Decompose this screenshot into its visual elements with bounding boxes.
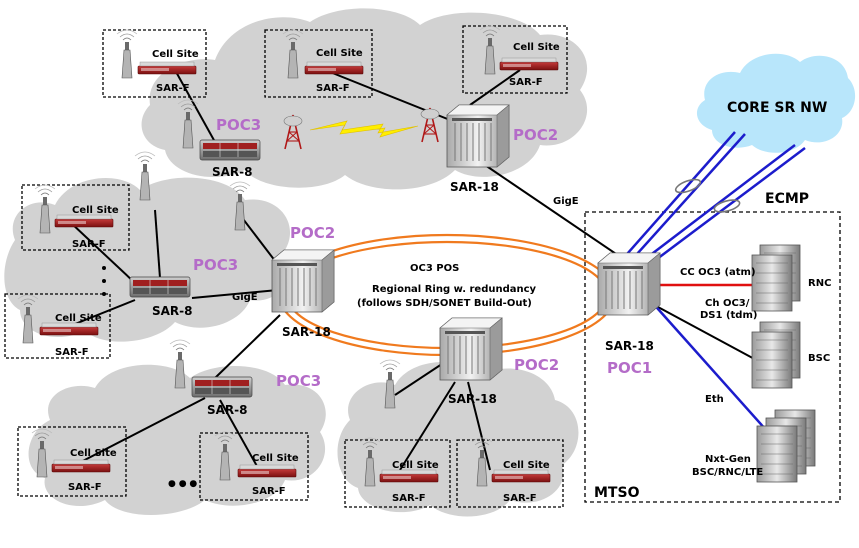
wireless-link-icon bbox=[309, 120, 419, 138]
cc-oc3-label: CC OC3 (atm) bbox=[680, 267, 756, 278]
cell-site-box-top-left bbox=[102, 29, 207, 98]
cloud-left bbox=[4, 177, 291, 342]
cell-site-box-left-2 bbox=[4, 293, 111, 359]
cell-site-label: Cell Site bbox=[392, 460, 439, 471]
gige-label: GigE bbox=[553, 196, 579, 207]
sar-8-label: SAR-8 bbox=[152, 304, 193, 318]
cell-site-box-bottom-4 bbox=[456, 439, 564, 508]
sar-18-device bbox=[439, 317, 503, 381]
sar-f-device bbox=[499, 57, 559, 71]
ch-oc3-label-line2: DS1 (tdm) bbox=[700, 310, 757, 321]
cell-site-label: Cell Site bbox=[503, 460, 550, 471]
sar-f-label: SAR-F bbox=[156, 83, 190, 94]
bsc-label: BSC bbox=[808, 353, 830, 364]
oc3-pos-label: OC3 POS bbox=[410, 263, 459, 274]
cell-site-label: Cell Site bbox=[55, 313, 102, 324]
ecmp-ring-1 bbox=[674, 178, 702, 194]
cell-site-label: Cell Site bbox=[152, 49, 199, 60]
cloud-bottom-center bbox=[337, 362, 579, 517]
sar-f-device bbox=[304, 61, 364, 75]
sar-f-label: SAR-F bbox=[55, 347, 89, 358]
sar-f-label: SAR-F bbox=[316, 83, 350, 94]
ecmp-ring-2 bbox=[713, 199, 741, 213]
cell-site-label: Cell Site bbox=[72, 205, 119, 216]
cloud-bottom-left bbox=[28, 364, 326, 515]
sar-f-device bbox=[379, 469, 439, 483]
sar-f-label: SAR-F bbox=[72, 239, 106, 250]
sar-18-device bbox=[597, 252, 661, 316]
poc3-label: POC3 bbox=[193, 256, 238, 274]
sar-f-device bbox=[51, 459, 111, 473]
mtso-box bbox=[584, 211, 841, 503]
mtso-label: MTSO bbox=[594, 485, 640, 501]
poc2-label: POC2 bbox=[290, 224, 335, 242]
cell-site-box-bottom-2 bbox=[199, 432, 309, 501]
sar-8-label: SAR-8 bbox=[212, 165, 253, 179]
sar-f-label: SAR-F bbox=[392, 493, 426, 504]
sar-f-device bbox=[54, 214, 114, 228]
sar-18-device bbox=[446, 104, 510, 168]
poc2-label: POC2 bbox=[513, 126, 558, 144]
sar-18-label: SAR-18 bbox=[448, 392, 497, 406]
gige-label: GigE bbox=[232, 292, 258, 303]
sar-f-device bbox=[491, 469, 551, 483]
sar-18-label: SAR-18 bbox=[605, 339, 654, 353]
bsc-rack bbox=[751, 321, 801, 389]
nxt-gen-label-line2: BSC/RNC/LTE bbox=[692, 467, 763, 478]
sar-18-label: SAR-18 bbox=[450, 180, 499, 194]
ring-label-line1: Regional Ring w. redundancy bbox=[372, 284, 537, 295]
cloud-top bbox=[141, 8, 588, 190]
ring-label-line2: (follows SDH/SONET Build-Out) bbox=[357, 298, 532, 309]
sar-f-device bbox=[137, 61, 197, 75]
eth-label: Eth bbox=[705, 394, 724, 405]
cloud-core bbox=[696, 53, 856, 153]
cell-site-box-left-1 bbox=[21, 184, 130, 251]
cell-site-box-bottom-left bbox=[17, 426, 127, 497]
sar-18-label: SAR-18 bbox=[282, 325, 331, 339]
sar-f-label: SAR-F bbox=[252, 486, 286, 497]
more-sites-dots-vertical bbox=[102, 266, 106, 296]
nxt-gen-label-line1: Nxt-Gen bbox=[705, 454, 751, 465]
cell-site-label: Cell Site bbox=[513, 42, 560, 53]
poc2-label: POC2 bbox=[514, 356, 559, 374]
sar-f-label: SAR-F bbox=[509, 77, 543, 88]
sar-f-device bbox=[237, 464, 297, 478]
sar-f-label: SAR-F bbox=[68, 482, 102, 493]
sar-f-device bbox=[39, 322, 99, 336]
cell-site-box-bottom-3 bbox=[344, 439, 451, 508]
cell-site-box-top-center bbox=[264, 29, 373, 98]
poc3-label: POC3 bbox=[216, 116, 261, 134]
poc3-label: POC3 bbox=[276, 372, 321, 390]
sar-8-label: SAR-8 bbox=[207, 403, 248, 417]
sar-8-device bbox=[191, 376, 253, 398]
sar-f-label: SAR-F bbox=[503, 493, 537, 504]
rnc-label: RNC bbox=[808, 278, 831, 289]
cell-site-label: Cell Site bbox=[252, 453, 299, 464]
nxt-gen-rack bbox=[756, 409, 816, 483]
poc1-label: POC1 bbox=[607, 359, 652, 377]
sar-18-device bbox=[271, 249, 335, 313]
ch-oc3-label-line1: Ch OC3/ bbox=[705, 298, 750, 309]
sar-8-device bbox=[129, 276, 191, 298]
connection-lines bbox=[59, 69, 761, 471]
cell-site-label: Cell Site bbox=[316, 48, 363, 59]
cell-site-label: Cell Site bbox=[70, 448, 117, 459]
antenna-icon bbox=[116, 29, 138, 79]
sar-8-device bbox=[199, 139, 261, 161]
core-sr-nw-label: CORE SR NW bbox=[727, 100, 827, 116]
cell-site-box-top-right bbox=[462, 25, 568, 94]
rnc-rack bbox=[751, 244, 801, 312]
more-sites-dots: ● ● ● bbox=[168, 479, 197, 489]
ecmp-label: ECMP bbox=[765, 191, 809, 207]
